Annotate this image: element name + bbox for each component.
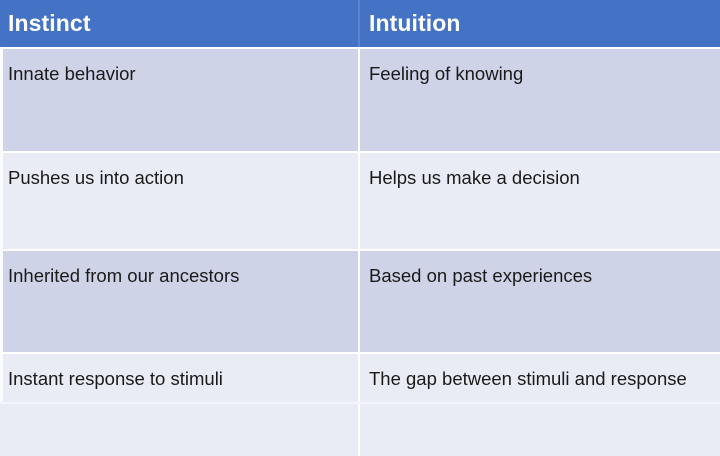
table-row: Pushes us into action Helps us make a de… (0, 151, 720, 249)
header-row: Instinct Intuition (0, 0, 720, 47)
column-header-intuition: Intuition (358, 0, 720, 47)
cell-intuition-1: Feeling of knowing (358, 47, 720, 151)
table-row: Instant response to stimuli The gap betw… (0, 352, 720, 456)
column-header-instinct: Instinct (0, 0, 358, 47)
table-row: Innate behavior Feeling of knowing (0, 47, 720, 151)
cell-intuition-2: Helps us make a decision (358, 151, 720, 249)
table-row: Inherited from our ancestors Based on pa… (0, 249, 720, 352)
cell-instinct-4: Instant response to stimuli (0, 352, 358, 456)
table-body: Innate behavior Feeling of knowing Pushe… (0, 47, 720, 456)
cell-intuition-3: Based on past experiences (358, 249, 720, 352)
cell-instinct-2: Pushes us into action (0, 151, 358, 249)
cell-instinct-3: Inherited from our ancestors (0, 249, 358, 352)
table-header: Instinct Intuition (0, 0, 720, 47)
cell-intuition-4: The gap between stimuli and response (358, 352, 720, 456)
cell-instinct-1: Innate behavior (0, 47, 358, 151)
